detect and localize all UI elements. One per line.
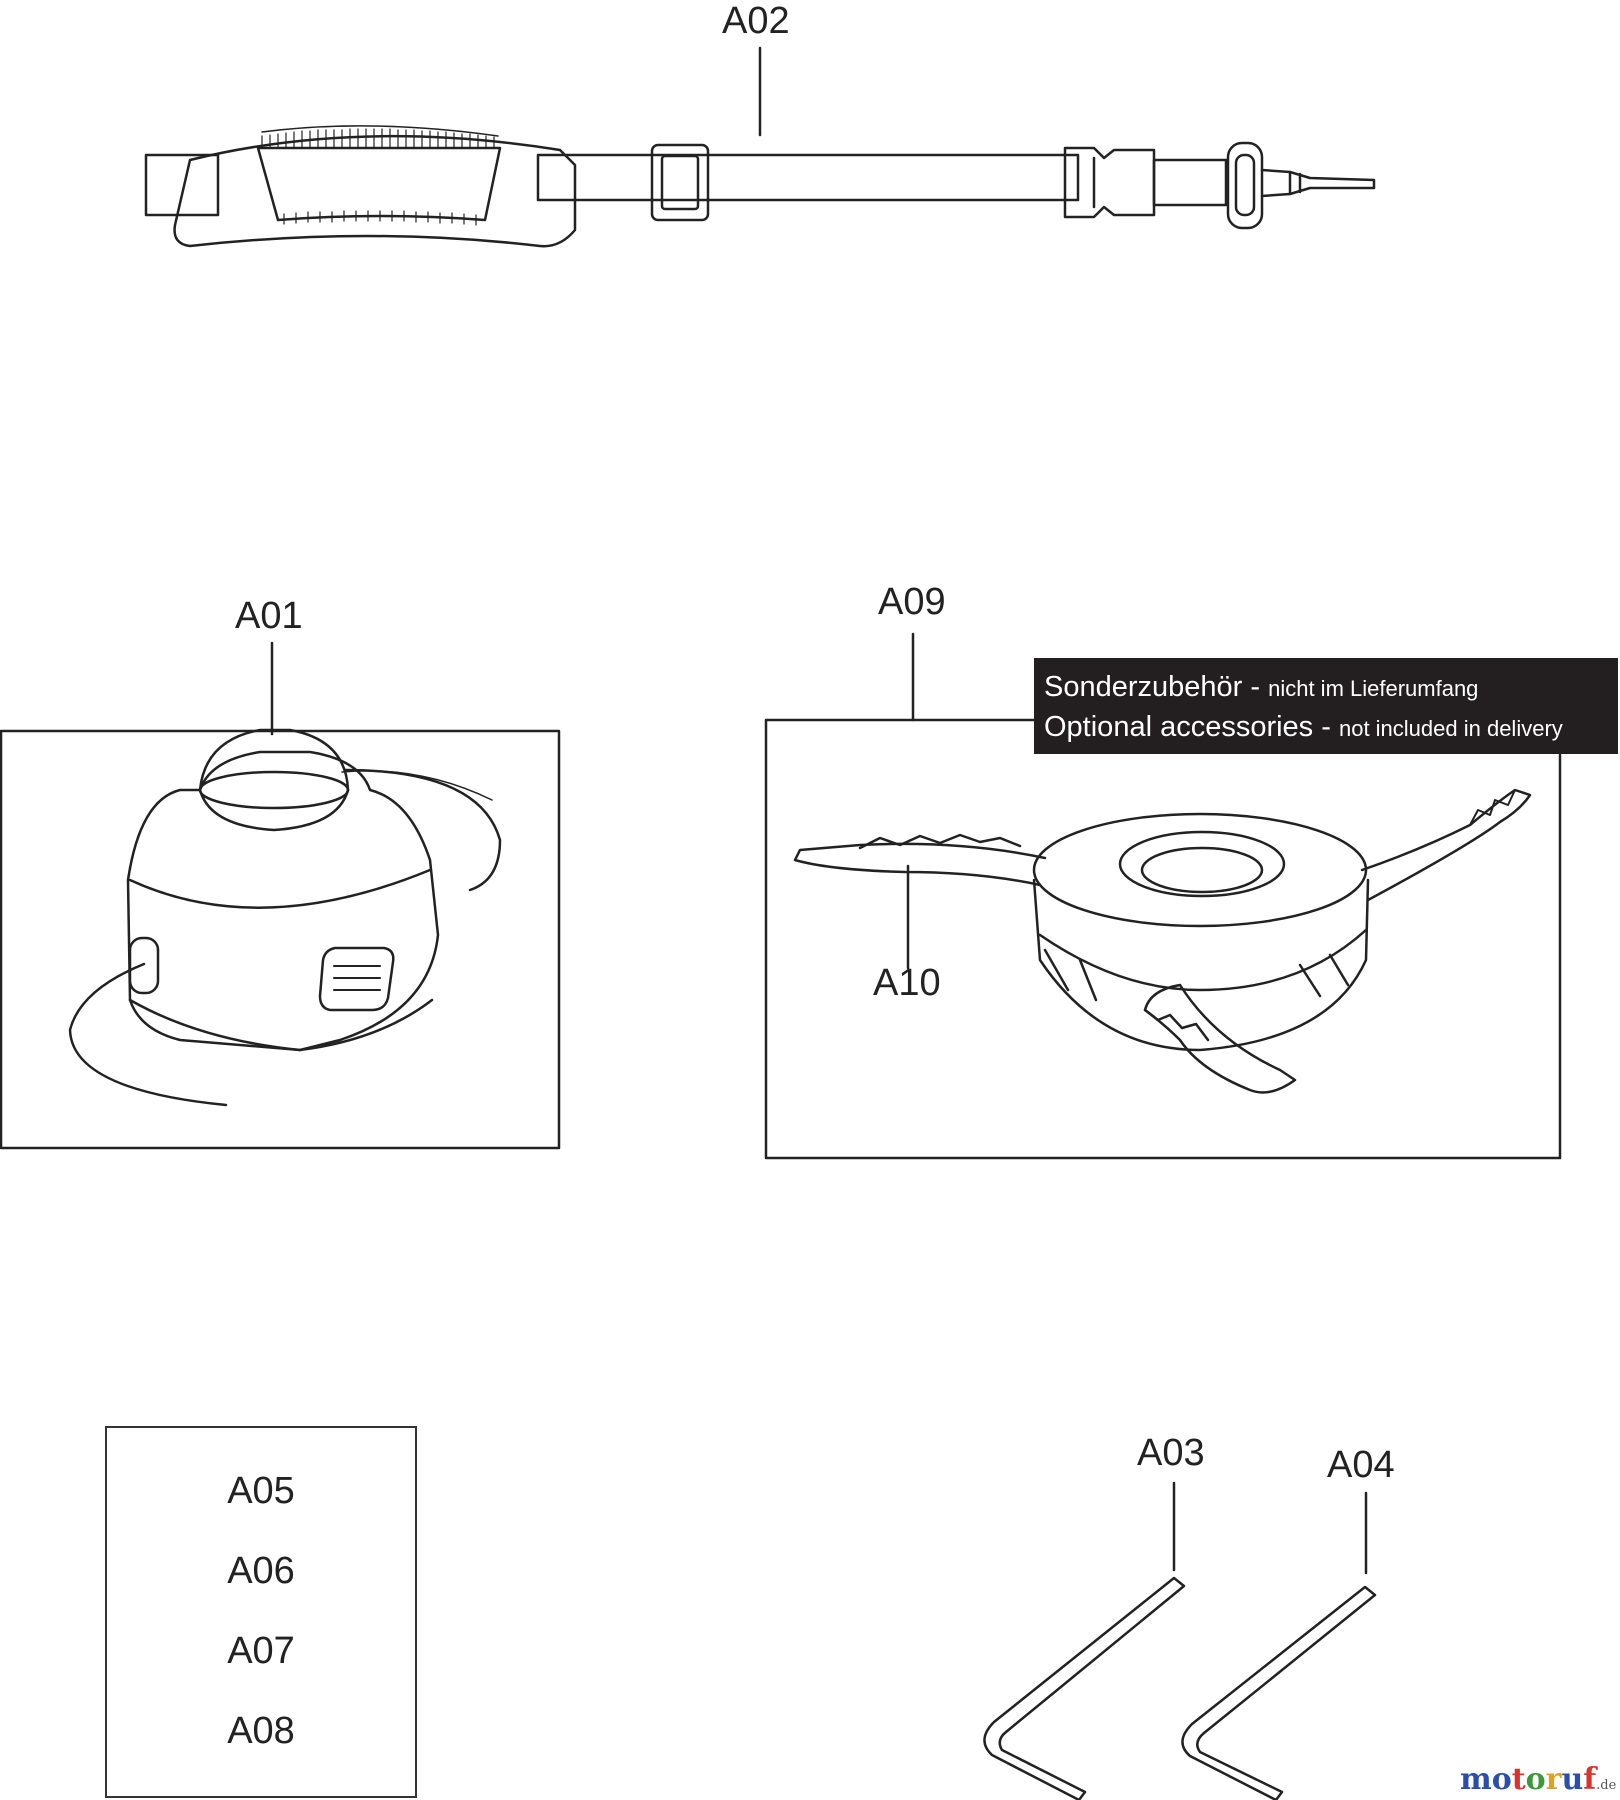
frame-a01 [0,729,561,1150]
note-german-sub: nicht im Lieferumfang [1268,676,1479,701]
shoulder-pad-inner [256,146,502,222]
callout-a04: A04 [1327,1444,1395,1486]
watermark-logo: motoruf.de [1460,1762,1616,1797]
blade-hub-top [1032,812,1368,928]
blade-arm-right [1360,788,1532,902]
strap-webbing [536,153,1080,202]
frame-a09 [764,718,1562,1160]
kit-item: A06 [227,1550,295,1592]
strap-end [1152,158,1228,207]
kit-item: A08 [227,1710,295,1752]
strap-slider [650,143,710,222]
strap-buckle [1063,146,1156,219]
cutting-line-left [68,962,228,1107]
blade-hub-side [1032,878,1370,1052]
blade-head-drawing [764,632,1562,1160]
callout-a09: A09 [878,581,946,623]
watermark-tld: .de [1596,1778,1617,1793]
trimmer-head-drawing [0,641,561,1150]
callout-a02: A02 [722,0,790,42]
kit-item: A05 [227,1470,295,1512]
line-eyelet [128,936,160,995]
note-english-main: Optional accessories - [1044,711,1331,743]
cutting-line-right [343,768,502,892]
note-row-german: Sonderzubehör - nicht im Lieferumfang [1044,668,1610,708]
note-german-main: Sonderzubehör - [1044,671,1261,703]
kit-list-box: A05 A06 A07 A08 [105,1426,417,1798]
blade-arm-front [1143,983,1297,1094]
bump-knob [198,728,350,792]
callout-a01: A01 [235,595,303,637]
watermark-brand: motoruf [1460,1762,1597,1797]
spool-body [126,750,440,1052]
side-button [318,946,395,1012]
hex-key-a04 [1181,1585,1377,1800]
strap-hook [1260,168,1376,198]
blade-arm-left [793,842,1047,887]
hex-key-a03 [983,1576,1186,1800]
callout-a10: A10 [873,962,941,1004]
shoulder-strap-drawing [144,46,1376,248]
note-english-sub: not included in delivery [1338,716,1563,741]
kit-item: A07 [227,1630,295,1672]
strap-end-loop [144,153,220,217]
callout-a03: A03 [1137,1432,1205,1474]
note-row-english: Optional accessories - not included in d… [1044,708,1610,748]
hex-keys-drawing [983,1481,1377,1800]
strap-hook-ring [1226,141,1264,230]
optional-accessories-note: Sonderzubehör - nicht im Lieferumfang Op… [1034,658,1618,754]
shoulder-pad [173,134,577,248]
